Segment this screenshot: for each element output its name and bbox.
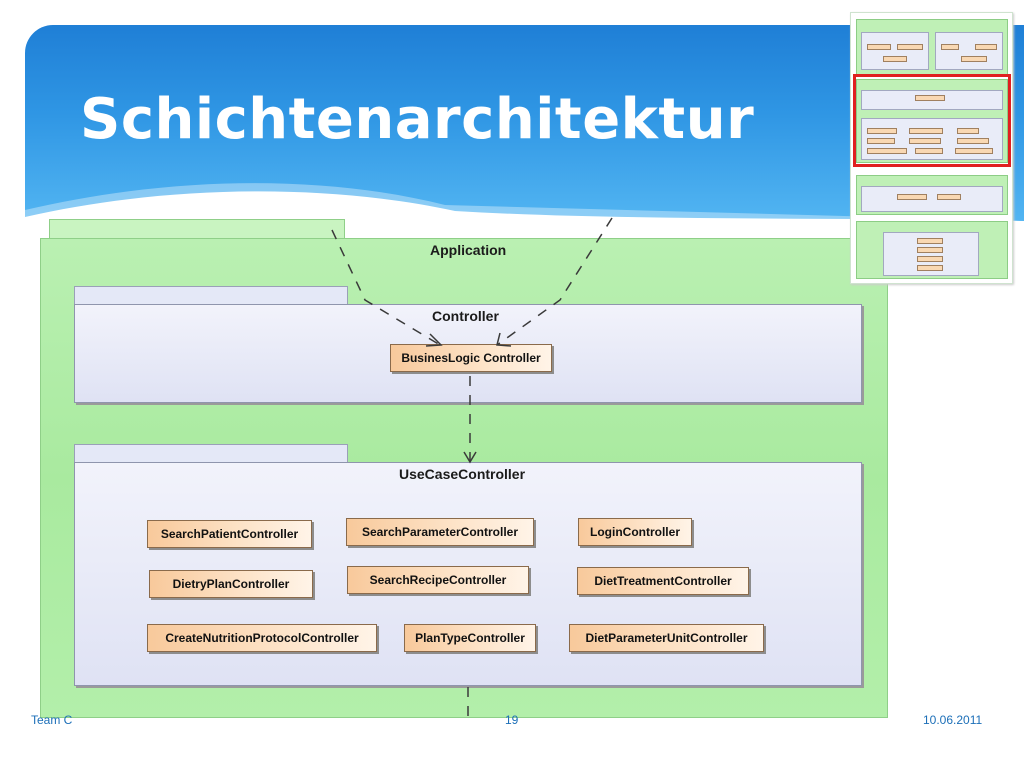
thumbnail-highlight-frame <box>853 74 1011 167</box>
class-search-recipe-controller: SearchRecipeController <box>347 566 529 594</box>
thumbnail-layer-domain <box>856 175 1008 215</box>
usecase-package-label: UseCaseController <box>399 466 526 482</box>
class-diet-treatment-controller: DietTreatmentController <box>577 567 749 595</box>
footer-date: 10.06.2011 <box>923 713 983 727</box>
class-diet-parameter-unit-controller: DietParameterUnitController <box>569 624 764 652</box>
class-search-patient-controller: SearchPatientController <box>147 520 312 548</box>
thumbnail-layer-presentation <box>856 19 1008 75</box>
class-create-nutrition-protocol-controller: CreateNutritionProtocolController <box>147 624 377 652</box>
footer-author: Team C <box>31 713 73 727</box>
slide-title: Schichtenarchitektur <box>80 87 755 152</box>
class-plan-type-controller: PlanTypeController <box>404 624 536 652</box>
class-dietry-plan-controller: DietryPlanController <box>149 570 313 598</box>
thumbnail-layer-technical <box>856 221 1008 279</box>
title-wave <box>25 183 1024 221</box>
application-package-label: Application <box>430 242 507 258</box>
controller-package-tab <box>74 286 348 306</box>
usecase-package-tab <box>74 444 348 464</box>
thumbnail-layer-application <box>856 79 1008 163</box>
footer-page-number: 19 <box>505 713 519 727</box>
business-logic-controller-class: BusinesLogic Controller <box>390 344 552 372</box>
class-login-controller: LoginController <box>578 518 692 546</box>
architecture-thumbnail <box>850 12 1013 284</box>
class-search-parameter-controller: SearchParameterController <box>346 518 534 546</box>
controller-package-label: Controller <box>432 308 499 324</box>
